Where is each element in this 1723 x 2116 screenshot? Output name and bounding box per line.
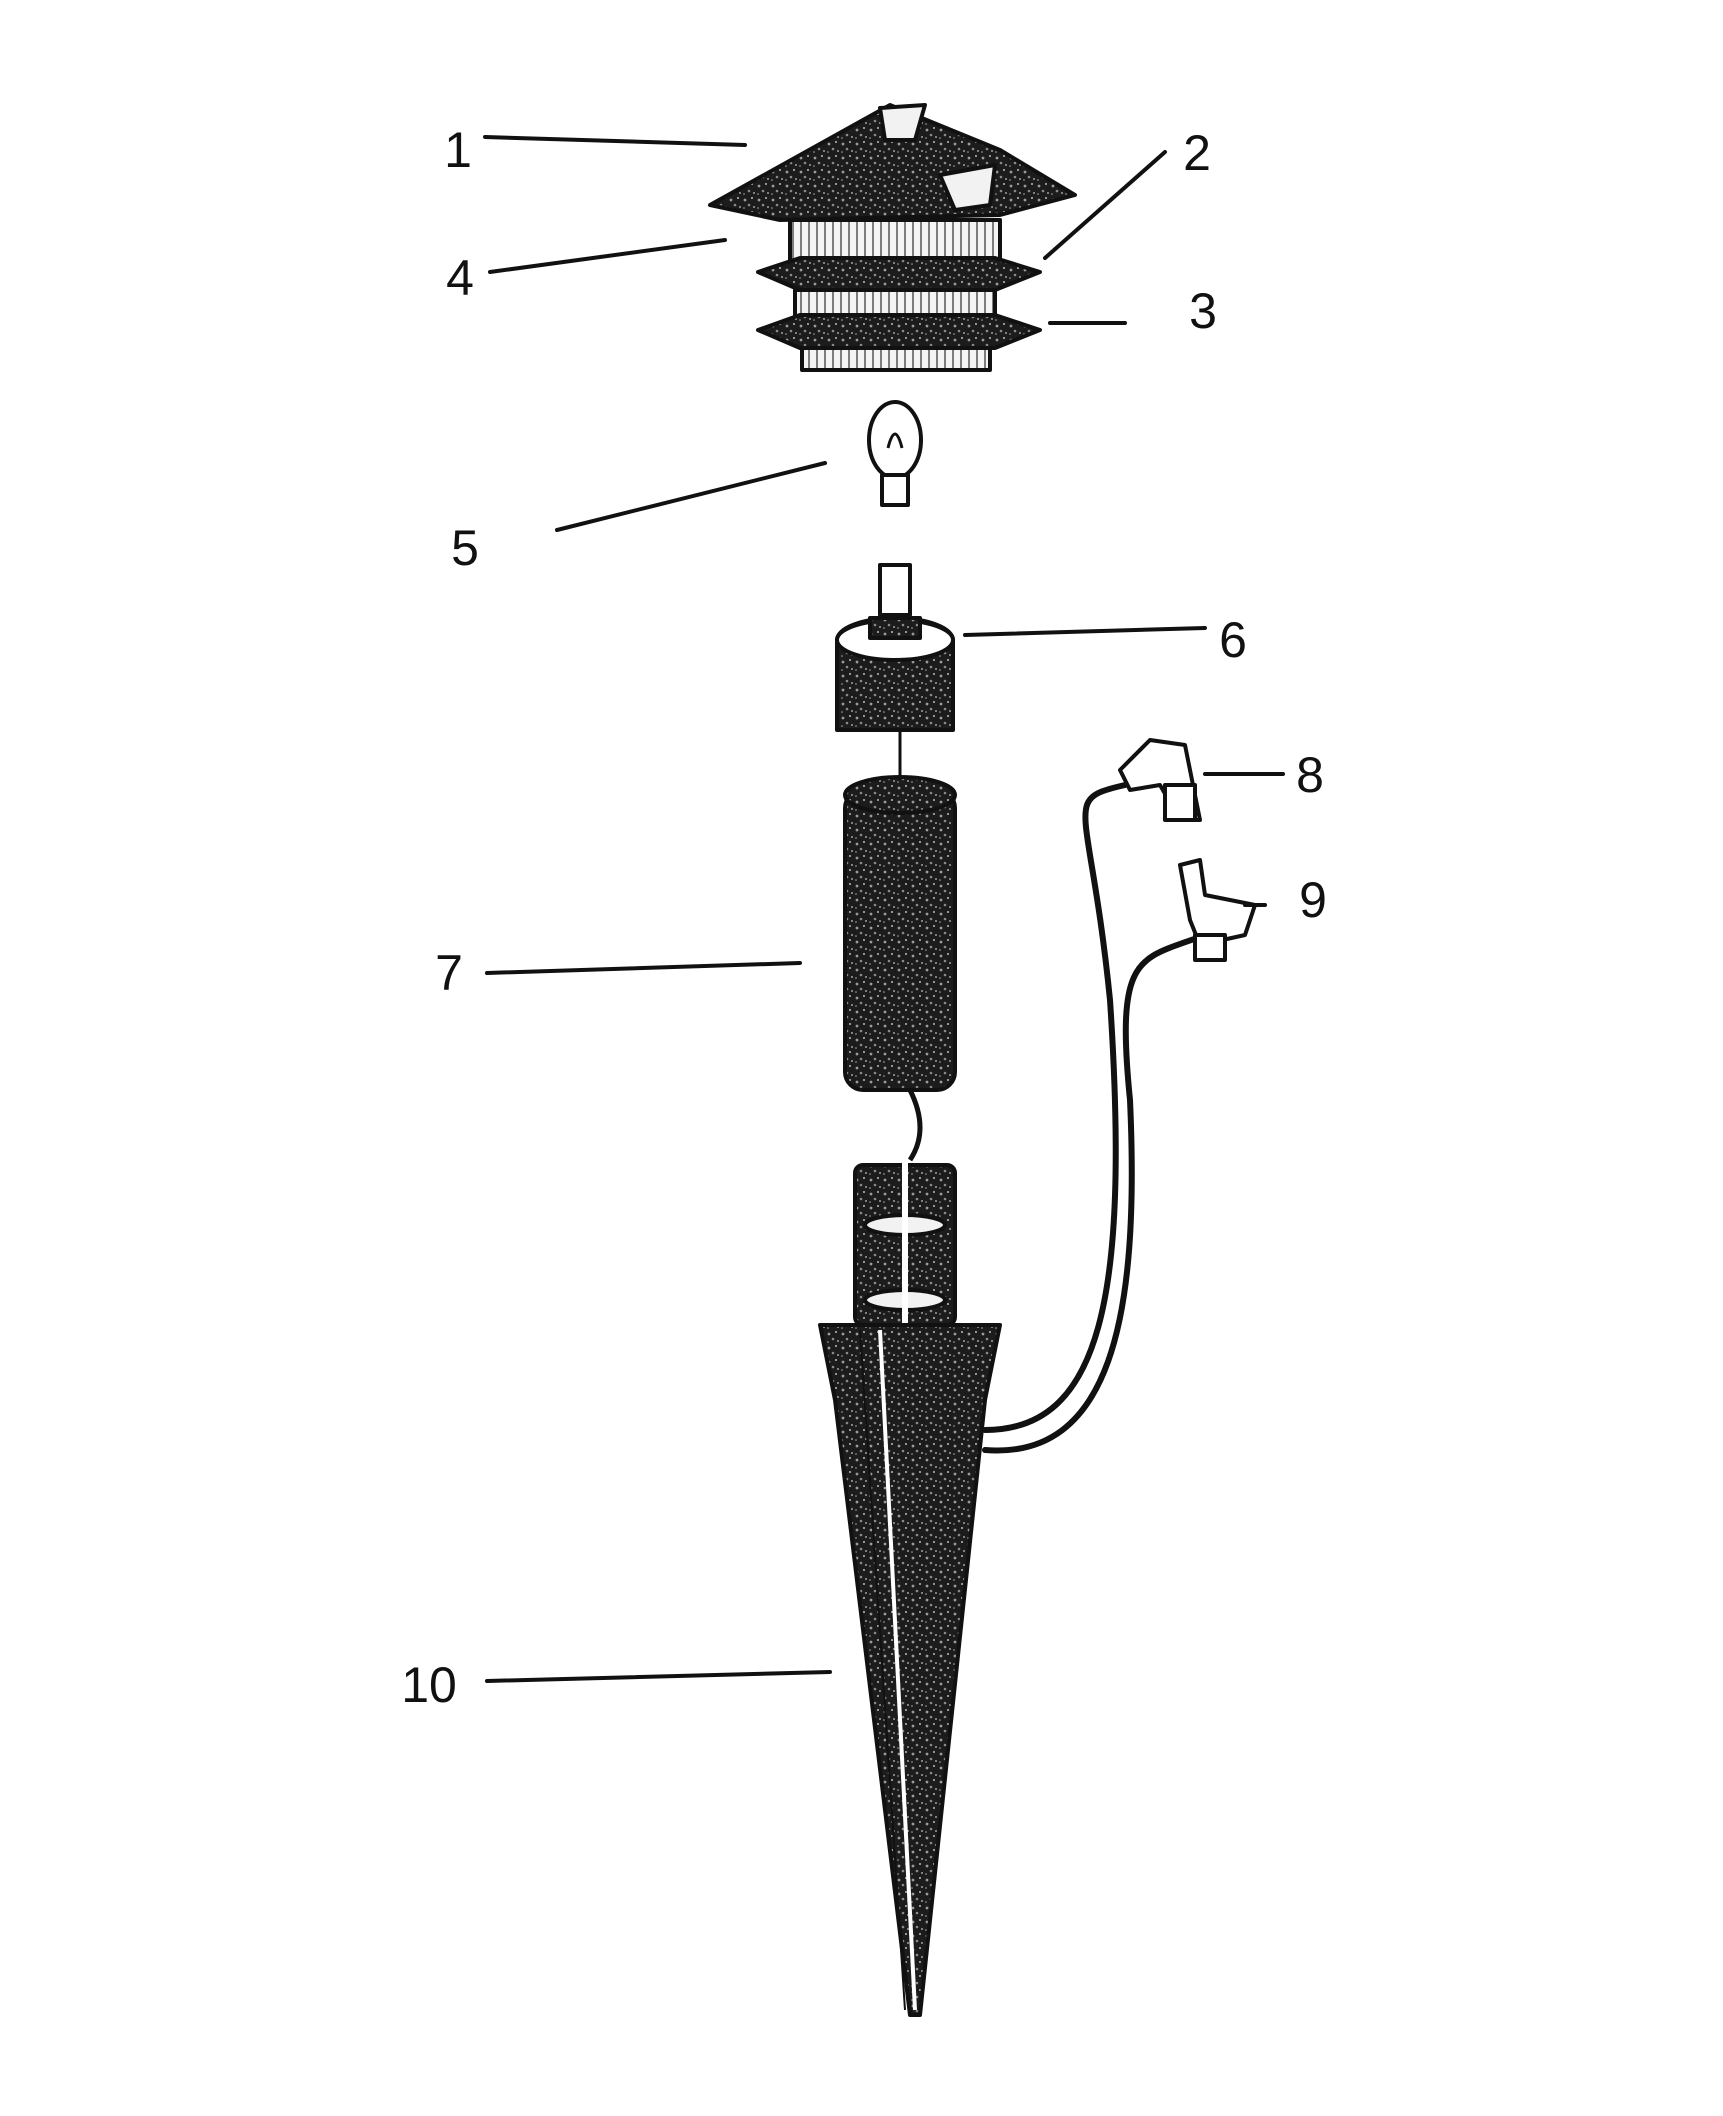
callout-1: 1 [444,122,472,178]
callout-10: 10 [401,1657,457,1713]
lamp-cap [708,103,1077,372]
socket [835,563,955,732]
wire-clip-9 [1178,858,1257,962]
callout-7: 7 [435,945,463,1001]
bulb [867,400,923,507]
callout-4: 4 [446,250,474,306]
callout-3: 3 [1189,283,1217,339]
callout-8: 8 [1296,747,1324,803]
callout-2: 2 [1183,125,1211,181]
cable-assembly [982,738,1257,1454]
callout-6: 6 [1219,612,1247,668]
callout-9: 9 [1299,872,1327,928]
transformer-cylinder [843,730,957,1162]
leader-lines [483,135,1285,1683]
ground-stake [818,1323,1002,2017]
connector-housing [853,1150,957,1330]
callout-5: 5 [451,520,479,576]
wire-clip-8 [1118,738,1202,822]
